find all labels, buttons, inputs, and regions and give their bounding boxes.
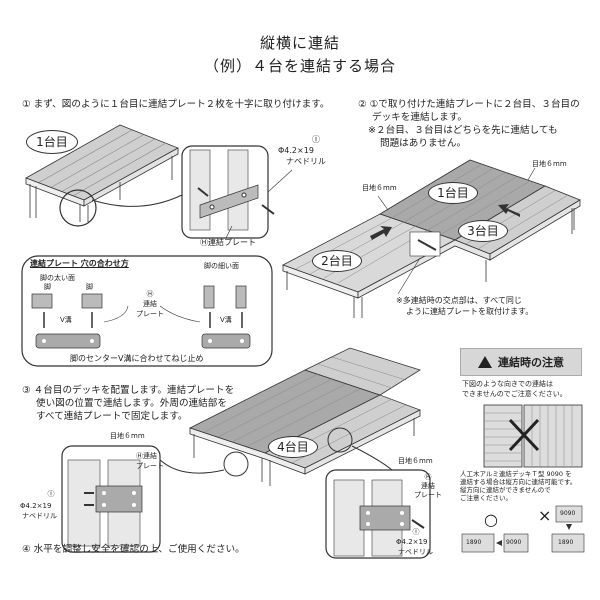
- caution-header: 連結時の注意: [460, 348, 582, 376]
- gap-label-right-step3: 目地６mm: [398, 457, 433, 465]
- leg-label-left: 脚: [44, 283, 51, 291]
- plate-right-h-step3: Ⓗ: [424, 473, 432, 481]
- thick-leg-label: 脚の太い面: [40, 274, 75, 282]
- screw-spec2-step1: ナベドリル: [286, 157, 326, 166]
- screw-left-spec2-step3: ナベドリル: [22, 512, 57, 520]
- screw-right-num-step3: Ⓘ: [412, 528, 420, 536]
- step3-line2: 使い図の位置で連結します。外周の連結部を: [36, 398, 227, 409]
- step2-instruction: ② ①で取り付けた連結プレートに２台目、３台目の デッキを連結します。 ※２台目…: [358, 98, 594, 150]
- gap-label-right-step2: 目地６mm: [532, 160, 567, 168]
- screw-spec1-step1: Φ4.2×19: [278, 146, 314, 155]
- step1-text: まず、図のように１台目に連結プレート２枚を十字に取り付けます。: [33, 99, 330, 110]
- hole-box-title: 連結プレート 穴の合わせ方: [30, 259, 129, 268]
- page-subtitle: （例）４台を連結する場合: [203, 57, 396, 75]
- plate-left-h-step3: Ⓗ連結: [136, 452, 157, 460]
- step3-instruction: ③ ４台目のデッキを配置します。連結プレートを 使い図の位置で連結します。外周の…: [22, 384, 282, 423]
- caution-note: 人工木アルミ連結デッキＴ型 9090 を 連結する場合は縦方向に連結可能です。 …: [460, 470, 596, 502]
- zoom-circle-right: [327, 427, 353, 453]
- v-groove-right: V溝: [220, 316, 232, 324]
- step2-note-line1: ※多連結時の交点部は、すべて同じ: [396, 296, 522, 305]
- plate-h-hole: Ⓗ: [146, 290, 154, 298]
- step4-instruction: ④ 水平を調整し安全を確認の上、ご使用ください。: [22, 543, 322, 556]
- deck-1-step1: [25, 124, 179, 222]
- v-groove-left: V溝: [60, 316, 72, 324]
- step2-line4: 問題はありません。: [380, 138, 467, 149]
- warning-icon: [478, 356, 492, 368]
- plate-word1-hole: 連結: [143, 300, 157, 308]
- ok-right-size: 9090: [506, 539, 522, 546]
- ok-left-size: 1890: [466, 539, 482, 546]
- caution-note-line2: 連結する場合は縦方向に連結可能です。: [460, 478, 577, 486]
- step4-number: ④: [22, 544, 31, 555]
- gap-label-left-step2: 目地６mm: [362, 184, 397, 192]
- step3-number: ③: [22, 385, 31, 396]
- leg-label-right: 脚: [86, 283, 93, 291]
- hole-box-note: 脚のセンターV溝に合わせてねじ止め: [70, 354, 204, 363]
- screw-right-spec2-step3: ナベドリル: [398, 548, 433, 556]
- caution-note-line1: 人工木アルミ連結デッキＴ型 9090 を: [460, 470, 572, 478]
- arrow-right-icon: [370, 226, 392, 240]
- screw-left-num-step3: Ⓘ: [47, 490, 55, 498]
- page-title: 縦横に連結: [259, 34, 340, 52]
- caution-line2: できませんのでご注意ください。: [462, 390, 567, 398]
- zoom-circle-small: [59, 189, 97, 227]
- step3-line1: ４台目のデッキを配置します。連結プレートを: [33, 385, 235, 396]
- step1-number: ①: [22, 99, 31, 110]
- step1-instruction: ① まず、図のように１台目に連結プレート２枚を十字に取り付けます。: [22, 98, 342, 111]
- screw-num-step1: Ⓘ: [312, 135, 320, 144]
- zoom-detail-step3-right: [325, 469, 431, 559]
- ng-top-size: 9090: [560, 510, 576, 517]
- screw-left-spec1-step3: Φ4.2×19: [20, 502, 52, 510]
- ng-mark: ×: [538, 506, 552, 525]
- caution-note-line3: 縦方向に連結ができませんので: [460, 486, 551, 494]
- caution-line1: 下図のような向きでの連結は: [462, 380, 553, 388]
- zoom-circle-left: [223, 451, 249, 477]
- plate-word2-hole: プレート: [136, 310, 164, 318]
- step2-number: ②: [358, 99, 367, 110]
- deck-1-label-step1: 1台目: [26, 130, 78, 154]
- zoom-connector: [91, 194, 183, 207]
- deck-assembly-step2: [282, 159, 581, 318]
- plate-right-word2-step3: プレート: [414, 491, 442, 499]
- step2-note-line2: ように連結プレートを取付けます。: [406, 307, 534, 316]
- step3-line3: すべて連結プレートで固定します。: [36, 411, 188, 422]
- plate-right-word1-step3: 連結: [421, 482, 435, 490]
- caution-ng-small-diagram: [551, 505, 585, 553]
- ok-mark: ○: [484, 510, 498, 529]
- zoom-detail-step1: [181, 145, 275, 239]
- thin-leg-label: 脚の細い面: [204, 262, 239, 270]
- plate-left-word-step3: プレート: [136, 462, 164, 470]
- step2-line1: ①で取り付けた連結プレートに２台目、３台目の: [369, 99, 580, 110]
- deck-3-label: 3台目: [458, 220, 508, 242]
- deck-assembly-step3: [188, 347, 421, 486]
- caution-note-line4: ご注意ください。: [460, 494, 512, 502]
- deck-4-label: 4台目: [268, 436, 318, 458]
- zoom-detail-step3-left: [61, 445, 161, 553]
- hole-alignment-box: [21, 255, 273, 367]
- deck-2-label: 2台目: [312, 250, 362, 272]
- caution-ok-diagram: [461, 533, 529, 553]
- deck-1-label-step2: 1台目: [428, 182, 478, 204]
- plate-label-step1: Ⓗ連結プレート: [200, 238, 256, 247]
- caution-ng-diagram: [483, 404, 583, 468]
- screw-right-spec1-step3: Φ4.2×19: [396, 538, 428, 546]
- step4-text: 水平を調整し安全を確認の上、ご使用ください。: [33, 544, 245, 555]
- gap-label-left-step3: 目地６mm: [110, 432, 145, 440]
- arrow-left-icon: [498, 204, 520, 217]
- step2-line2: デッキを連結します。: [372, 112, 467, 123]
- ng-bottom-size: 1890: [558, 539, 574, 546]
- step2-line3: ※２台目、３台目はどちらを先に連結しても: [368, 125, 558, 136]
- caution-title: 連結時の注意: [498, 356, 564, 369]
